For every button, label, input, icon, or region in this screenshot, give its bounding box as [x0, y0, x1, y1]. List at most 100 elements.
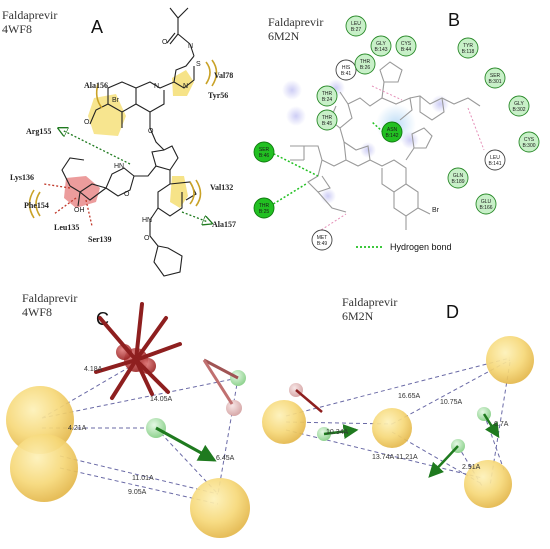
hbond-arg155: [62, 130, 131, 165]
atom-o: O: [144, 235, 150, 242]
residue-node-name: SER: [490, 73, 501, 79]
solvent-glow: [401, 131, 419, 149]
residue-node-name: CYS: [401, 41, 412, 47]
hydrophobic-arc-ala156: [95, 83, 103, 109]
hydrophobic-highlight-thiazole: [172, 70, 194, 96]
residue-node-circle: [253, 197, 275, 219]
distance-label: 10.75A: [440, 399, 463, 406]
salt-bridge-lys136: [43, 183, 71, 189]
residue-node-name: LEU: [351, 21, 361, 27]
hydrophobic-sphere: [372, 408, 412, 448]
residue-node-name: GLY: [376, 41, 386, 47]
residue-label-phe154: Phe154: [24, 201, 49, 210]
panel-b-residues: LEUB:27GLYB:143CYSB:44HISB:41THRB:26THRB…: [253, 15, 540, 251]
residue-node-number: B:300: [522, 143, 535, 149]
panel-b-drug: Faldaprevir: [268, 15, 323, 29]
solvent-glow: [431, 95, 449, 113]
panel-d-drug: Faldaprevir: [342, 295, 397, 309]
panel-b-letter: B: [448, 10, 460, 30]
residue-label-ser139: Ser139: [88, 235, 112, 244]
residue-node-number: B:26: [360, 65, 371, 71]
residue-node-name: GLY: [514, 101, 524, 107]
distance-label: 4.21A: [68, 425, 87, 432]
residue-node-number: B:143: [374, 47, 387, 53]
residue-node-name: MET: [317, 235, 328, 241]
residue-node-name: CYS: [524, 137, 535, 143]
distance-label: 16.65A: [398, 393, 421, 400]
hydrophobic-highlight-tbutyl: [170, 176, 188, 208]
atom-br: Br: [432, 207, 440, 214]
hbond-vector: [295, 389, 323, 413]
hbond-vector: [428, 445, 459, 478]
atom-hn: HN: [114, 163, 124, 170]
hydrophobic-sphere: [486, 336, 534, 384]
distance-label: 9.05A: [128, 489, 147, 496]
hbond-vector: [202, 359, 234, 405]
residue-node-circle: [253, 141, 275, 163]
panel-c-drug: Faldaprevir: [22, 291, 77, 305]
panel-a-skeleton: [61, 7, 197, 277]
residue-node-name: THR: [322, 91, 333, 97]
legend-hbond-label: Hydrogen bond: [390, 242, 452, 252]
residue-node-circle: [335, 59, 357, 81]
hydrophobic-highlight-quinoline: [88, 94, 126, 136]
distance-label: 2.91A: [462, 464, 481, 471]
residue-node-name: SER: [259, 147, 270, 153]
residue-node-name: HIS: [342, 65, 351, 71]
panel-a-pdb: 4WF8: [2, 22, 32, 36]
panel-c-distance-lines: [41, 361, 239, 505]
hydrophobic-arc-val132: [189, 179, 202, 207]
residue-node-number: B:141: [488, 161, 501, 167]
panel-b: Faldaprevir 6M2N B: [253, 10, 540, 252]
panel-d-letter: D: [446, 302, 459, 322]
residue-node-number: B:24: [322, 97, 333, 103]
distance-label: 11.01A: [132, 475, 154, 482]
panel-d: Faldaprevir 6M2N D 16.65A 10.75A 10.34A …: [262, 295, 534, 508]
residue-label-ala157: Ala157: [212, 220, 236, 229]
hbond-vector: [482, 413, 500, 439]
atom-s: S: [196, 61, 201, 68]
hydrophobic-sphere: [190, 478, 250, 538]
atom-o: O: [162, 39, 168, 46]
hydrophobic-sphere: [464, 460, 512, 508]
residue-node-number: B:44: [401, 47, 412, 53]
residue-label-ala156: Ala156: [84, 81, 108, 90]
residue-node-number: B:302: [512, 107, 525, 113]
residue-label-val132: Val132: [210, 183, 233, 192]
pi-contact: [317, 213, 347, 233]
atom-oh: OH: [74, 207, 85, 214]
residue-node-name: TYR: [463, 43, 473, 49]
panel-a: Faldaprevir 4WF8 A: [2, 7, 236, 277]
negative-ionizable-cluster: [94, 302, 182, 400]
atom-o: O: [148, 128, 154, 135]
salt-bridge-leu135: [53, 197, 77, 215]
residue-node-name: GLU: [481, 199, 492, 205]
solvent-glow: [360, 142, 376, 158]
atom-br: Br: [112, 97, 120, 104]
pi-contact: [467, 107, 485, 151]
distance-label: 13.74A: [372, 454, 395, 461]
residue-label-tyr56: Tyr56: [208, 91, 228, 100]
panel-c: Faldaprevir 4WF8 C: [6, 291, 250, 538]
residue-label-leu135: Leu135: [54, 223, 79, 232]
residue-label-arg155: Arg155: [26, 127, 51, 136]
residue-node-name: THR: [259, 203, 270, 209]
residue-node-number: B:46: [259, 153, 270, 159]
residue-node-circle: [316, 85, 338, 107]
distance-label: 10.34A: [326, 429, 349, 436]
residue-node-circle: [311, 229, 333, 251]
atom-n: N: [154, 83, 159, 90]
distance-label: 4.18A: [84, 366, 103, 373]
panel-a-letter: A: [91, 17, 103, 37]
residue-node-name: LEU: [490, 155, 500, 161]
residue-node-circle: [518, 131, 540, 153]
